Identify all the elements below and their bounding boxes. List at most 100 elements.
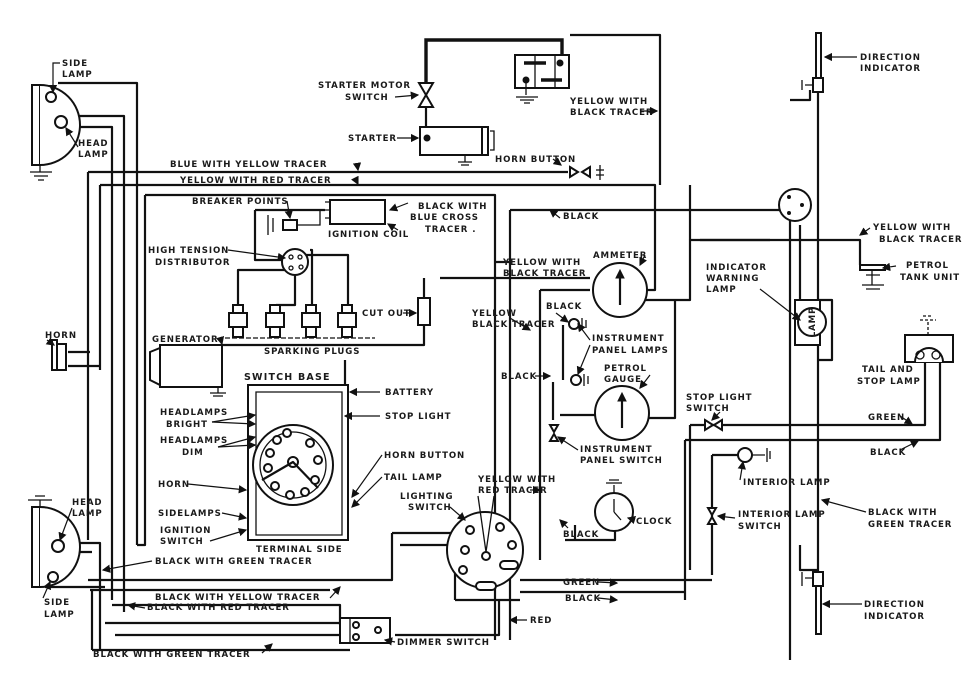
label-direction-indicator-bottom-2: INDICATOR — [864, 612, 925, 622]
label-side-lamp-lower-2: LAMP — [44, 610, 75, 620]
label-cut-out: CUT OUT — [362, 309, 411, 319]
label-ht-distributor-2: DISTRIBUTOR — [155, 258, 230, 268]
label-side-lamp-front-2: LAMP — [62, 70, 93, 80]
cut-out — [417, 297, 431, 326]
label-black-lower: BLACK — [565, 594, 601, 604]
label-green-right: GREEN — [868, 413, 905, 423]
label-yellow-black-mid-2: BLACK TRACER — [472, 320, 555, 330]
label-black-green-upper: BLACK WITH GREEN TRACER — [155, 557, 313, 567]
label-interior-lamp-switch-2: SWITCH — [738, 522, 782, 532]
label-starter-motor-switch-2: SWITCH — [345, 93, 389, 103]
ignition-assembly — [236, 199, 386, 307]
label-head-lamp-lower-1: HEAD — [72, 498, 102, 508]
label-petrol-tank-unit-2: TANK UNIT — [900, 273, 960, 283]
label-starter: STARTER — [348, 134, 397, 144]
indicator-junction — [778, 188, 812, 222]
label-yellow-black-right-1: YELLOW WITH — [872, 223, 951, 233]
label-black-blue-cross-3: TRACER . — [425, 225, 476, 235]
label-side-lamp-lower-1: SIDE — [44, 598, 70, 608]
label-direction-indicator-top-2: INDICATOR — [860, 64, 921, 74]
label-horn-button-top: HORN BUTTON — [495, 155, 576, 165]
label-wire-black-mid: BLACK — [563, 212, 599, 222]
front-headlamp-upper — [30, 84, 81, 181]
label-switch-base: SWITCH BASE — [244, 372, 331, 383]
label-yellow-black-ammeter-1: YELLOW WITH — [502, 258, 581, 268]
sparking-plugs — [225, 304, 375, 339]
label-petrol-gauge-2: GAUGE — [604, 375, 642, 385]
label-interior-lamp: INTERIOR LAMP — [743, 478, 831, 488]
label-horn-button-terminal: HORN BUTTON — [384, 451, 465, 461]
lighting-switch — [446, 495, 524, 591]
label-head-lamp-lower-2: LAMP — [72, 509, 103, 519]
label-dimmer-switch: DIMMER SWITCH — [397, 638, 490, 648]
label-headlamps-dim-1: HEADLAMPS — [160, 436, 228, 446]
direction-indicator-top — [801, 32, 824, 93]
label-yellow-black-top-1: YELLOW WITH — [569, 97, 648, 107]
label-indicator-warning-lamp-2: WARNING — [706, 274, 759, 284]
label-breaker-points: BREAKER POINTS — [192, 197, 288, 207]
label-petrol-gauge-1: PETROL — [604, 364, 647, 374]
label-black-left-mid: BLACK — [501, 372, 537, 382]
direction-indicator-bottom — [801, 571, 824, 635]
label-instrument-panel-lamps-1: INSTRUMENT — [592, 334, 665, 344]
clock — [594, 479, 634, 532]
label-starter-motor-switch-1: STARTER MOTOR — [318, 81, 411, 91]
label-black-red: BLACK WITH RED TRACER — [147, 603, 290, 613]
interior-lamp — [737, 447, 771, 463]
label-stop-light-switch-2: SWITCH — [686, 404, 730, 414]
label-side-lamp-front-1: SIDE — [62, 59, 88, 69]
label-horn-left: HORN — [45, 331, 77, 341]
label-lighting-switch-2: SWITCH — [408, 503, 452, 513]
dimmer-switch — [339, 617, 391, 644]
label-black-clock: BLACK — [563, 530, 599, 540]
tail-stop-lamp — [904, 315, 954, 363]
label-clock: CLOCK — [636, 517, 672, 527]
stop-light-switch — [704, 418, 723, 432]
label-instrument-panel-switch-2: PANEL SWITCH — [580, 456, 663, 466]
label-terminal-side: TERMINAL SIDE — [256, 545, 343, 555]
label-wire-blue-yellow: BLUE WITH YELLOW TRACER — [170, 160, 327, 170]
interior-lamp-switch — [706, 507, 718, 525]
leader-arrows — [42, 52, 920, 654]
label-indicator-warning-lamp-1: INDICATOR — [706, 263, 767, 273]
petrol-tank-unit — [859, 264, 886, 290]
label-yellow-red-lower-2: RED TRACER — [478, 486, 548, 496]
label-ignition-coil: IGNITION COIL — [328, 230, 409, 240]
label-black-blue-cross-2: BLUE CROSS — [410, 213, 479, 223]
label-stop-light: STOP LIGHT — [385, 412, 451, 422]
wire-harness — [45, 33, 942, 660]
label-direction-indicator-top-1: DIRECTION — [860, 53, 921, 63]
label-tail-stop-lamp-2: STOP LAMP — [857, 377, 921, 387]
petrol-gauge — [594, 385, 650, 441]
labels: SIDE LAMP HEAD LAMP HORN HEAD LAMP SIDE … — [44, 53, 961, 660]
indicator-warning-lamp: LAMP — [794, 299, 827, 346]
label-black-green-right-2: GREEN TRACER — [868, 520, 952, 530]
label-yellow-black-ammeter-2: BLACK TRACER — [503, 269, 586, 279]
switch-base — [247, 384, 349, 541]
label-headlamps-dim-2: DIM — [182, 448, 204, 458]
label-tail-lamp-terminal: TAIL LAMP — [384, 473, 443, 483]
generator — [149, 344, 226, 397]
instrument-panel-switch — [548, 424, 560, 442]
horn-button-top — [569, 165, 604, 180]
label-direction-indicator-bottom-1: DIRECTION — [864, 600, 925, 610]
label-sparking-plugs: SPARKING PLUGS — [264, 347, 360, 357]
label-horn-terminal: HORN — [158, 480, 190, 490]
label-tail-stop-lamp-1: TAIL AND — [862, 365, 914, 375]
label-petrol-tank-unit-1: PETROL — [906, 261, 949, 271]
label-black-panel-lamps: BLACK — [546, 302, 582, 312]
label-black-green-bottom: BLACK WITH GREEN TRACER — [93, 650, 251, 660]
label-red: RED — [530, 616, 552, 626]
starter-assembly — [417, 38, 570, 166]
label-black-right: BLACK — [870, 448, 906, 458]
label-black-green-right-1: BLACK WITH — [868, 508, 937, 518]
ammeter — [592, 262, 648, 318]
label-yellow-black-top-2: BLACK TRACER — [570, 108, 653, 118]
label-headlamps-bright-2: BRIGHT — [166, 420, 208, 430]
label-battery: BATTERY — [385, 388, 434, 398]
label-yellow-red-lower-1: YELLOW WITH — [477, 475, 556, 485]
label-lighting-switch-1: LIGHTING — [400, 492, 453, 502]
label-interior-lamp-switch-1: INTERIOR LAMP — [738, 510, 826, 520]
label-black-blue-cross-1: BLACK WITH — [418, 202, 487, 212]
